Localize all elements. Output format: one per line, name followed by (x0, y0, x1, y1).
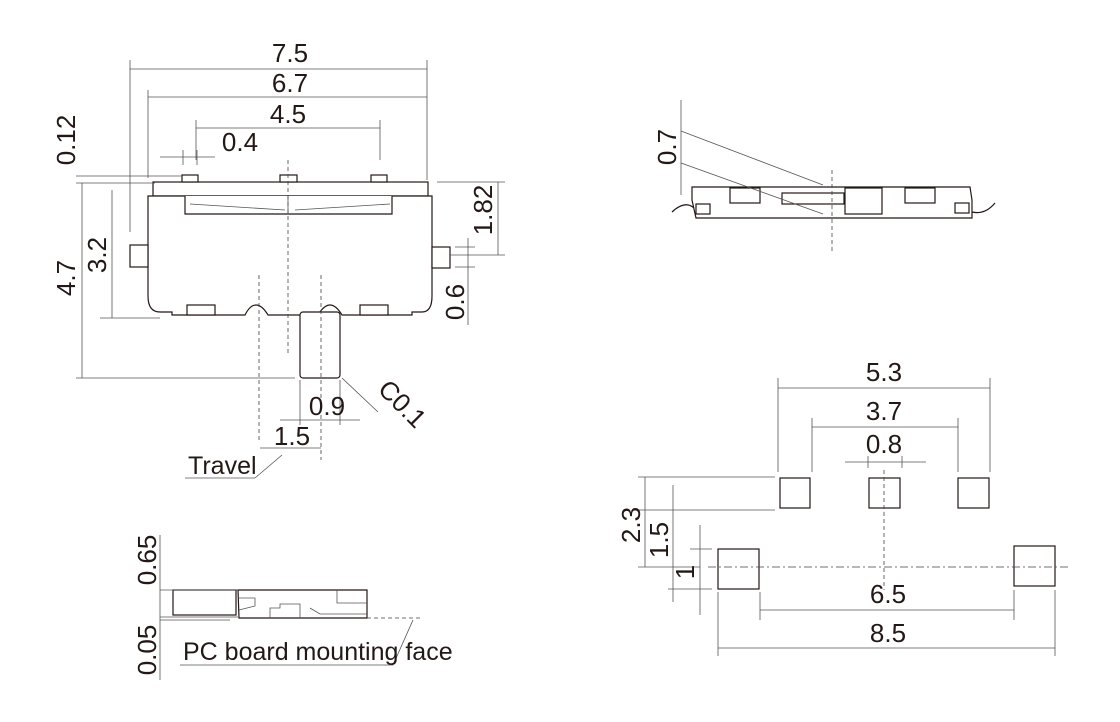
dim-pad-width: 0.8 (866, 429, 902, 459)
dim-large-pad-size: 1 (670, 565, 700, 579)
dim-overall-width: 7.5 (272, 38, 308, 68)
top-view-body (129, 160, 451, 460)
front-view: 0.65 0.05 PC board mounting face (132, 535, 453, 680)
pad-large (717, 548, 760, 590)
top-view: 7.5 6.7 4.5 0.4 0.12 4.7 3.2 1.82 0.6 0.… (51, 38, 505, 480)
top-view-dimension-lines (76, 60, 505, 479)
dim-overall-height: 4.7 (51, 260, 81, 296)
travel-label: Travel (188, 452, 257, 480)
dim-row-offset-inner: 1.5 (644, 522, 674, 558)
dim-body-width: 6.7 (272, 68, 308, 98)
pad (779, 477, 811, 509)
side-view: 0.7 (652, 100, 996, 252)
pad (957, 477, 990, 509)
actuator (299, 311, 341, 379)
dim-body-height: 3.2 (82, 237, 112, 273)
dim-side-height: 0.7 (652, 129, 682, 165)
footprint: 5.3 3.7 0.8 2.3 1.5 1 6.5 8.5 (616, 357, 1068, 656)
dim-large-pad-inner-span: 6.5 (870, 579, 906, 609)
pad-large (1013, 545, 1056, 587)
pad (868, 477, 901, 509)
dim-large-pad-outer-span: 8.5 (870, 618, 906, 648)
dim-terminal-span: 4.5 (270, 99, 306, 129)
dim-top-offset: 0.12 (51, 115, 81, 166)
dim-pad-pitch: 3.7 (866, 396, 902, 426)
dim-side-terminal-width: 0.6 (440, 284, 470, 320)
dim-actuator-width: 0.9 (309, 391, 345, 421)
dim-chamfer: C0.1 (372, 374, 432, 434)
dim-front-standoff: 0.05 (132, 625, 162, 676)
dim-outer-pad-span: 5.3 (866, 357, 902, 387)
dim-front-height: 0.65 (132, 535, 162, 586)
mounting-face-label: PC board mounting face (183, 638, 453, 666)
dim-travel: 1.5 (274, 421, 310, 451)
dim-row-offset: 2.3 (616, 507, 646, 543)
dim-terminal-width: 0.4 (222, 127, 258, 157)
dim-side-terminal-pos: 1.82 (468, 185, 498, 236)
